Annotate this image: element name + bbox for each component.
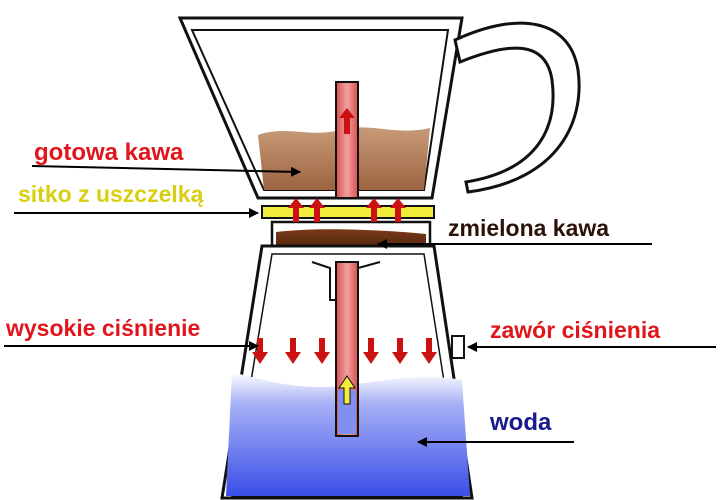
label-woda: woda: [489, 409, 552, 436]
pointer-lines: [4, 165, 716, 447]
label-sitko: sitko z uszczelką: [18, 181, 204, 207]
arrow-up-filter-3: [366, 198, 382, 222]
label-zmielona-kawa: zmielona kawa: [448, 215, 609, 241]
arrow-up-water: [338, 375, 356, 405]
pressure-arrows-down: [252, 338, 437, 364]
pressure-valve: [451, 335, 465, 359]
filter-gasket: [261, 205, 435, 219]
arrow-up-filter-4: [390, 198, 406, 222]
arrow-down-1: [252, 338, 268, 364]
arrow-up-filter-1: [288, 198, 304, 222]
arrow-down-5: [392, 338, 408, 364]
arrow-down-6: [421, 338, 437, 364]
label-gotowa-kawa: gotowa kawa: [34, 139, 184, 166]
arrow-down-3: [314, 338, 330, 364]
pointer-gotowa-kawa: [31, 165, 301, 177]
arrow-down-2: [285, 338, 301, 364]
handle: [453, 21, 581, 194]
label-zawor-cisnienia: zawór ciśnienia: [490, 317, 660, 343]
lower-tube-water: [338, 390, 356, 434]
arrow-up-tube: [339, 108, 355, 134]
flow-arrows-up: [288, 108, 406, 222]
label-wysokie-cisnienie: wysokie ciśnienie: [5, 315, 200, 341]
arrow-up-filter-2: [309, 198, 325, 222]
upper-tube: [335, 81, 359, 199]
arrow-down-4: [363, 338, 379, 364]
